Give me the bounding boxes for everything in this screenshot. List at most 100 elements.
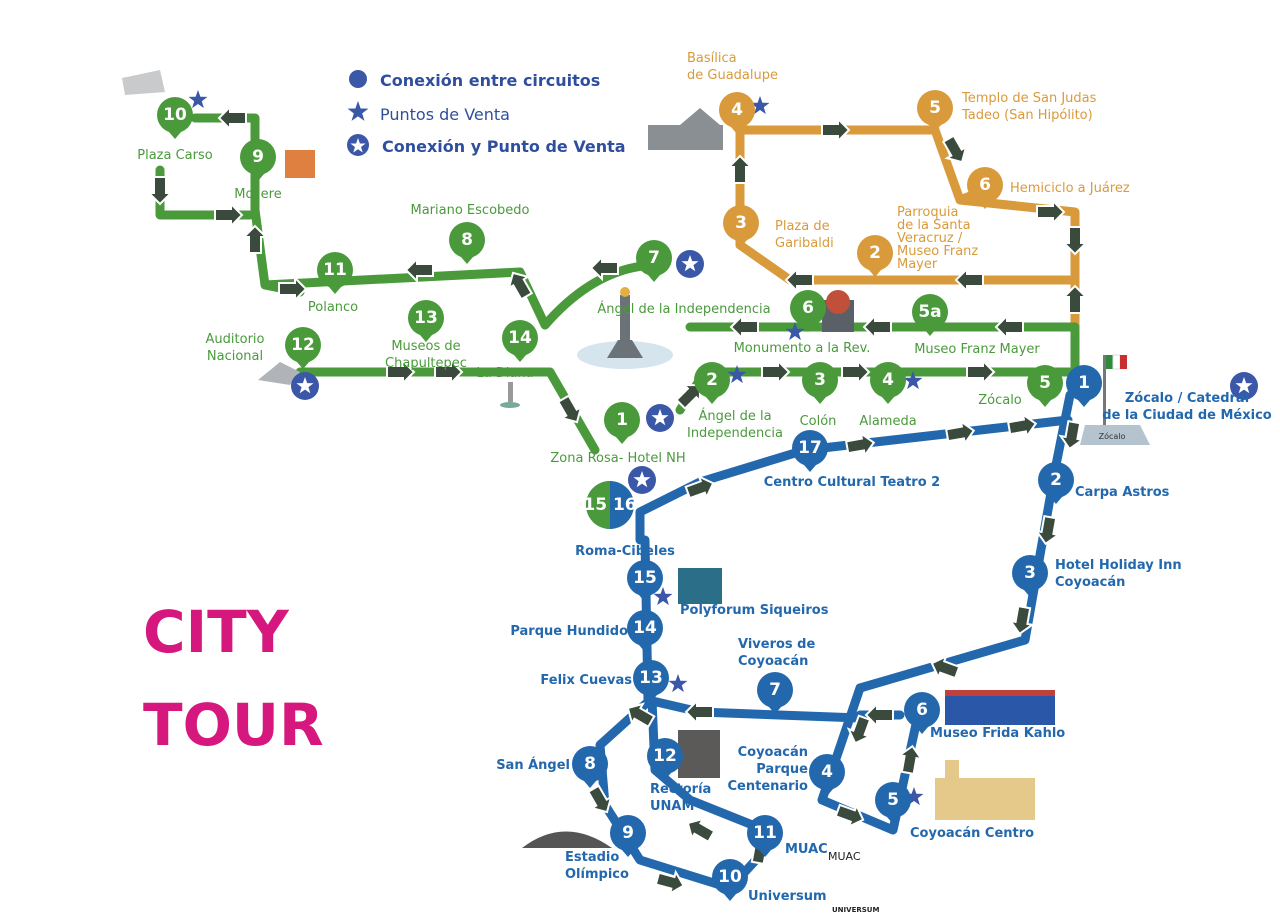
coyoacan-church-illustration: [935, 760, 1035, 820]
station-number: 2: [869, 243, 881, 263]
station-number: 15: [633, 568, 657, 588]
plaza-carso-illustration: [122, 70, 165, 95]
star-icon: [668, 674, 688, 693]
station-number: 6: [916, 700, 928, 720]
blue-station-pin[interactable]: 9: [610, 815, 646, 857]
green-station-pin[interactable]: 9: [240, 139, 276, 181]
blue-station-pin[interactable]: 15 16: [583, 481, 637, 529]
blue-station-pin[interactable]: 2: [1038, 462, 1074, 504]
station-label: Felix Cuevas: [540, 673, 632, 688]
direction-arrow-icon: [686, 817, 716, 844]
orange-station-pin[interactable]: 2: [857, 235, 893, 277]
station-number: 2: [1050, 470, 1062, 490]
station-label: MUAC: [785, 842, 828, 857]
green-station-pin[interactable]: 11: [317, 252, 353, 294]
direction-arrow-icon: [966, 358, 996, 386]
blue-station-pin[interactable]: 3: [1012, 555, 1048, 597]
blue-station-pin[interactable]: 11: [747, 815, 783, 857]
station-number: 4: [821, 762, 833, 782]
green-station-pin[interactable]: 14: [502, 320, 538, 362]
direction-arrow-icon: [1036, 198, 1066, 226]
green-station-pin[interactable]: 8: [449, 222, 485, 264]
station-number: 3: [735, 213, 747, 233]
sales-points: [188, 90, 1258, 806]
muac-logo: MUAC: [828, 850, 861, 863]
blue-station-pin[interactable]: 1: [1066, 365, 1102, 407]
star-icon: [785, 322, 805, 341]
direction-arrow-icon: [864, 701, 894, 729]
auditorio-illustration: [258, 362, 300, 385]
direction-arrow-icon: [1006, 412, 1038, 439]
green-station-pin[interactable]: 4: [870, 362, 906, 404]
green-station-pin[interactable]: 2: [694, 362, 730, 404]
station-number: 11: [323, 260, 347, 280]
direction-arrow-icon: [626, 702, 656, 729]
star-circle-icon: [1230, 372, 1258, 400]
direction-arrow-icon: [821, 116, 851, 144]
direction-arrow-icon: [404, 256, 434, 284]
direction-arrow-icon: [278, 275, 308, 303]
green-station-pin[interactable]: 3: [802, 362, 838, 404]
star-icon: [750, 96, 770, 115]
green-station-pin[interactable]: 1: [604, 402, 640, 444]
orange-station-pin[interactable]: 6: [967, 167, 1003, 209]
orange-station-pin[interactable]: 5: [917, 90, 953, 132]
blue-station-pin[interactable]: 7: [757, 672, 793, 714]
direction-arrow-icon: [761, 358, 791, 386]
blue-station-pin[interactable]: 10: [712, 859, 748, 901]
green-station-pin[interactable]: 5: [1027, 365, 1063, 407]
polyforum-illustration: [678, 568, 722, 604]
orange-station-pin[interactable]: 3: [723, 205, 759, 247]
blue-station-pin[interactable]: 14: [627, 610, 663, 652]
direction-arrow-icon: [729, 313, 759, 341]
station-number: 6: [802, 298, 814, 318]
star-icon: [188, 90, 208, 109]
green-station-pin[interactable]: 5a: [912, 294, 948, 336]
revolution-monument-illustration: [822, 290, 854, 332]
station-label: Museo Frida Kahlo: [930, 726, 1065, 741]
blue-station-pin[interactable]: 12: [647, 738, 683, 780]
direction-arrow-icon: [1061, 284, 1089, 314]
blue-station-pin[interactable]: 4: [809, 754, 845, 796]
station-label: Carpa Astros: [1075, 485, 1170, 500]
universum-logo: UNIVERSUM: [832, 906, 879, 914]
blue-station-pin[interactable]: 13: [633, 660, 669, 702]
station-label: Centro Cultural Teatro 2: [764, 475, 940, 490]
green-station-pin[interactable]: 7: [636, 240, 672, 282]
station-number: 4: [882, 370, 894, 390]
legend-label-connection: Conexión entre circuitos: [380, 71, 600, 90]
orange-station-pin[interactable]: 4: [719, 92, 755, 134]
station-number: 14: [508, 328, 532, 348]
station-label: Universum: [748, 889, 827, 904]
blue-station-pin[interactable]: 17: [792, 430, 828, 472]
green-station-pin[interactable]: 6: [790, 290, 826, 332]
blue-station-pin[interactable]: 5: [875, 782, 911, 824]
direction-arrow-icon: [1034, 514, 1061, 546]
frida-museum-illustration: [945, 690, 1055, 725]
star-icon: [347, 101, 369, 121]
station-label: Mariano Escobedo: [411, 203, 530, 218]
green-station-pin[interactable]: 13: [408, 300, 444, 342]
direction-arrow-icon: [834, 803, 865, 829]
direction-arrow-icon: [841, 358, 871, 386]
blue-station-pin[interactable]: 15: [627, 560, 663, 602]
flag-icon: Zócalo: [1080, 354, 1150, 445]
direction-arrow-icon: [241, 224, 269, 254]
blue-station-pin[interactable]: 6: [904, 692, 940, 734]
station-label: Alameda: [859, 414, 916, 429]
blue-station-pin[interactable]: 8: [572, 746, 608, 788]
legend-label-connection-sales: Conexión y Punto de Venta: [382, 137, 626, 156]
station-number: 8: [584, 754, 596, 774]
station-label: Coyoacán Centro: [910, 826, 1034, 841]
station-number: 1: [1078, 373, 1090, 393]
green-station-pin[interactable]: 10: [157, 97, 193, 139]
station-number: 5: [1039, 373, 1051, 393]
direction-arrow-icon: [844, 431, 876, 458]
green-station-pin[interactable]: 12: [285, 327, 321, 369]
